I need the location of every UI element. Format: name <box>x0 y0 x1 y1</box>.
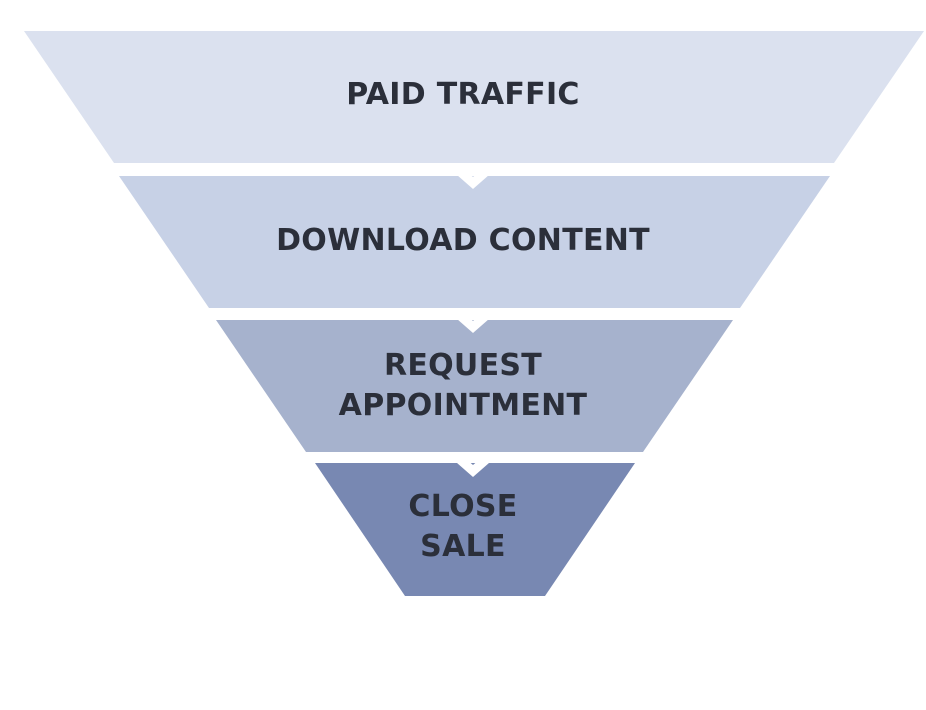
funnel-stage-1-label-line-1: PAID TRAFFIC <box>346 77 580 112</box>
funnel-stage-3-label: REQUEST APPOINTMENT <box>0 346 926 426</box>
funnel-stage-2-label-line-1: DOWNLOAD CONTENT <box>276 223 650 258</box>
funnel-stage-4-label-line-2: SALE <box>420 529 506 564</box>
funnel-separator-chevron-2 <box>454 309 492 333</box>
funnel-stage-2 <box>119 176 830 308</box>
funnel-stage-4 <box>315 463 635 596</box>
funnel-stage-3-label-line-2: APPOINTMENT <box>338 388 588 423</box>
funnel-stage-4-label: CLOSE SALE <box>0 487 926 567</box>
funnel-stage-1-label: PAID TRAFFIC <box>0 75 926 115</box>
funnel-stage-2-label: DOWNLOAD CONTENT <box>0 221 926 261</box>
funnel-stage-3-label-line-1: REQUEST <box>383 348 543 383</box>
funnel-separator-chevron-1 <box>454 165 492 189</box>
funnel-separator-chevron-3 <box>454 453 492 477</box>
funnel-stage-1 <box>24 31 924 163</box>
funnel-stage-3 <box>216 320 733 452</box>
funnel-stage-4-label-line-1: CLOSE <box>408 489 518 524</box>
